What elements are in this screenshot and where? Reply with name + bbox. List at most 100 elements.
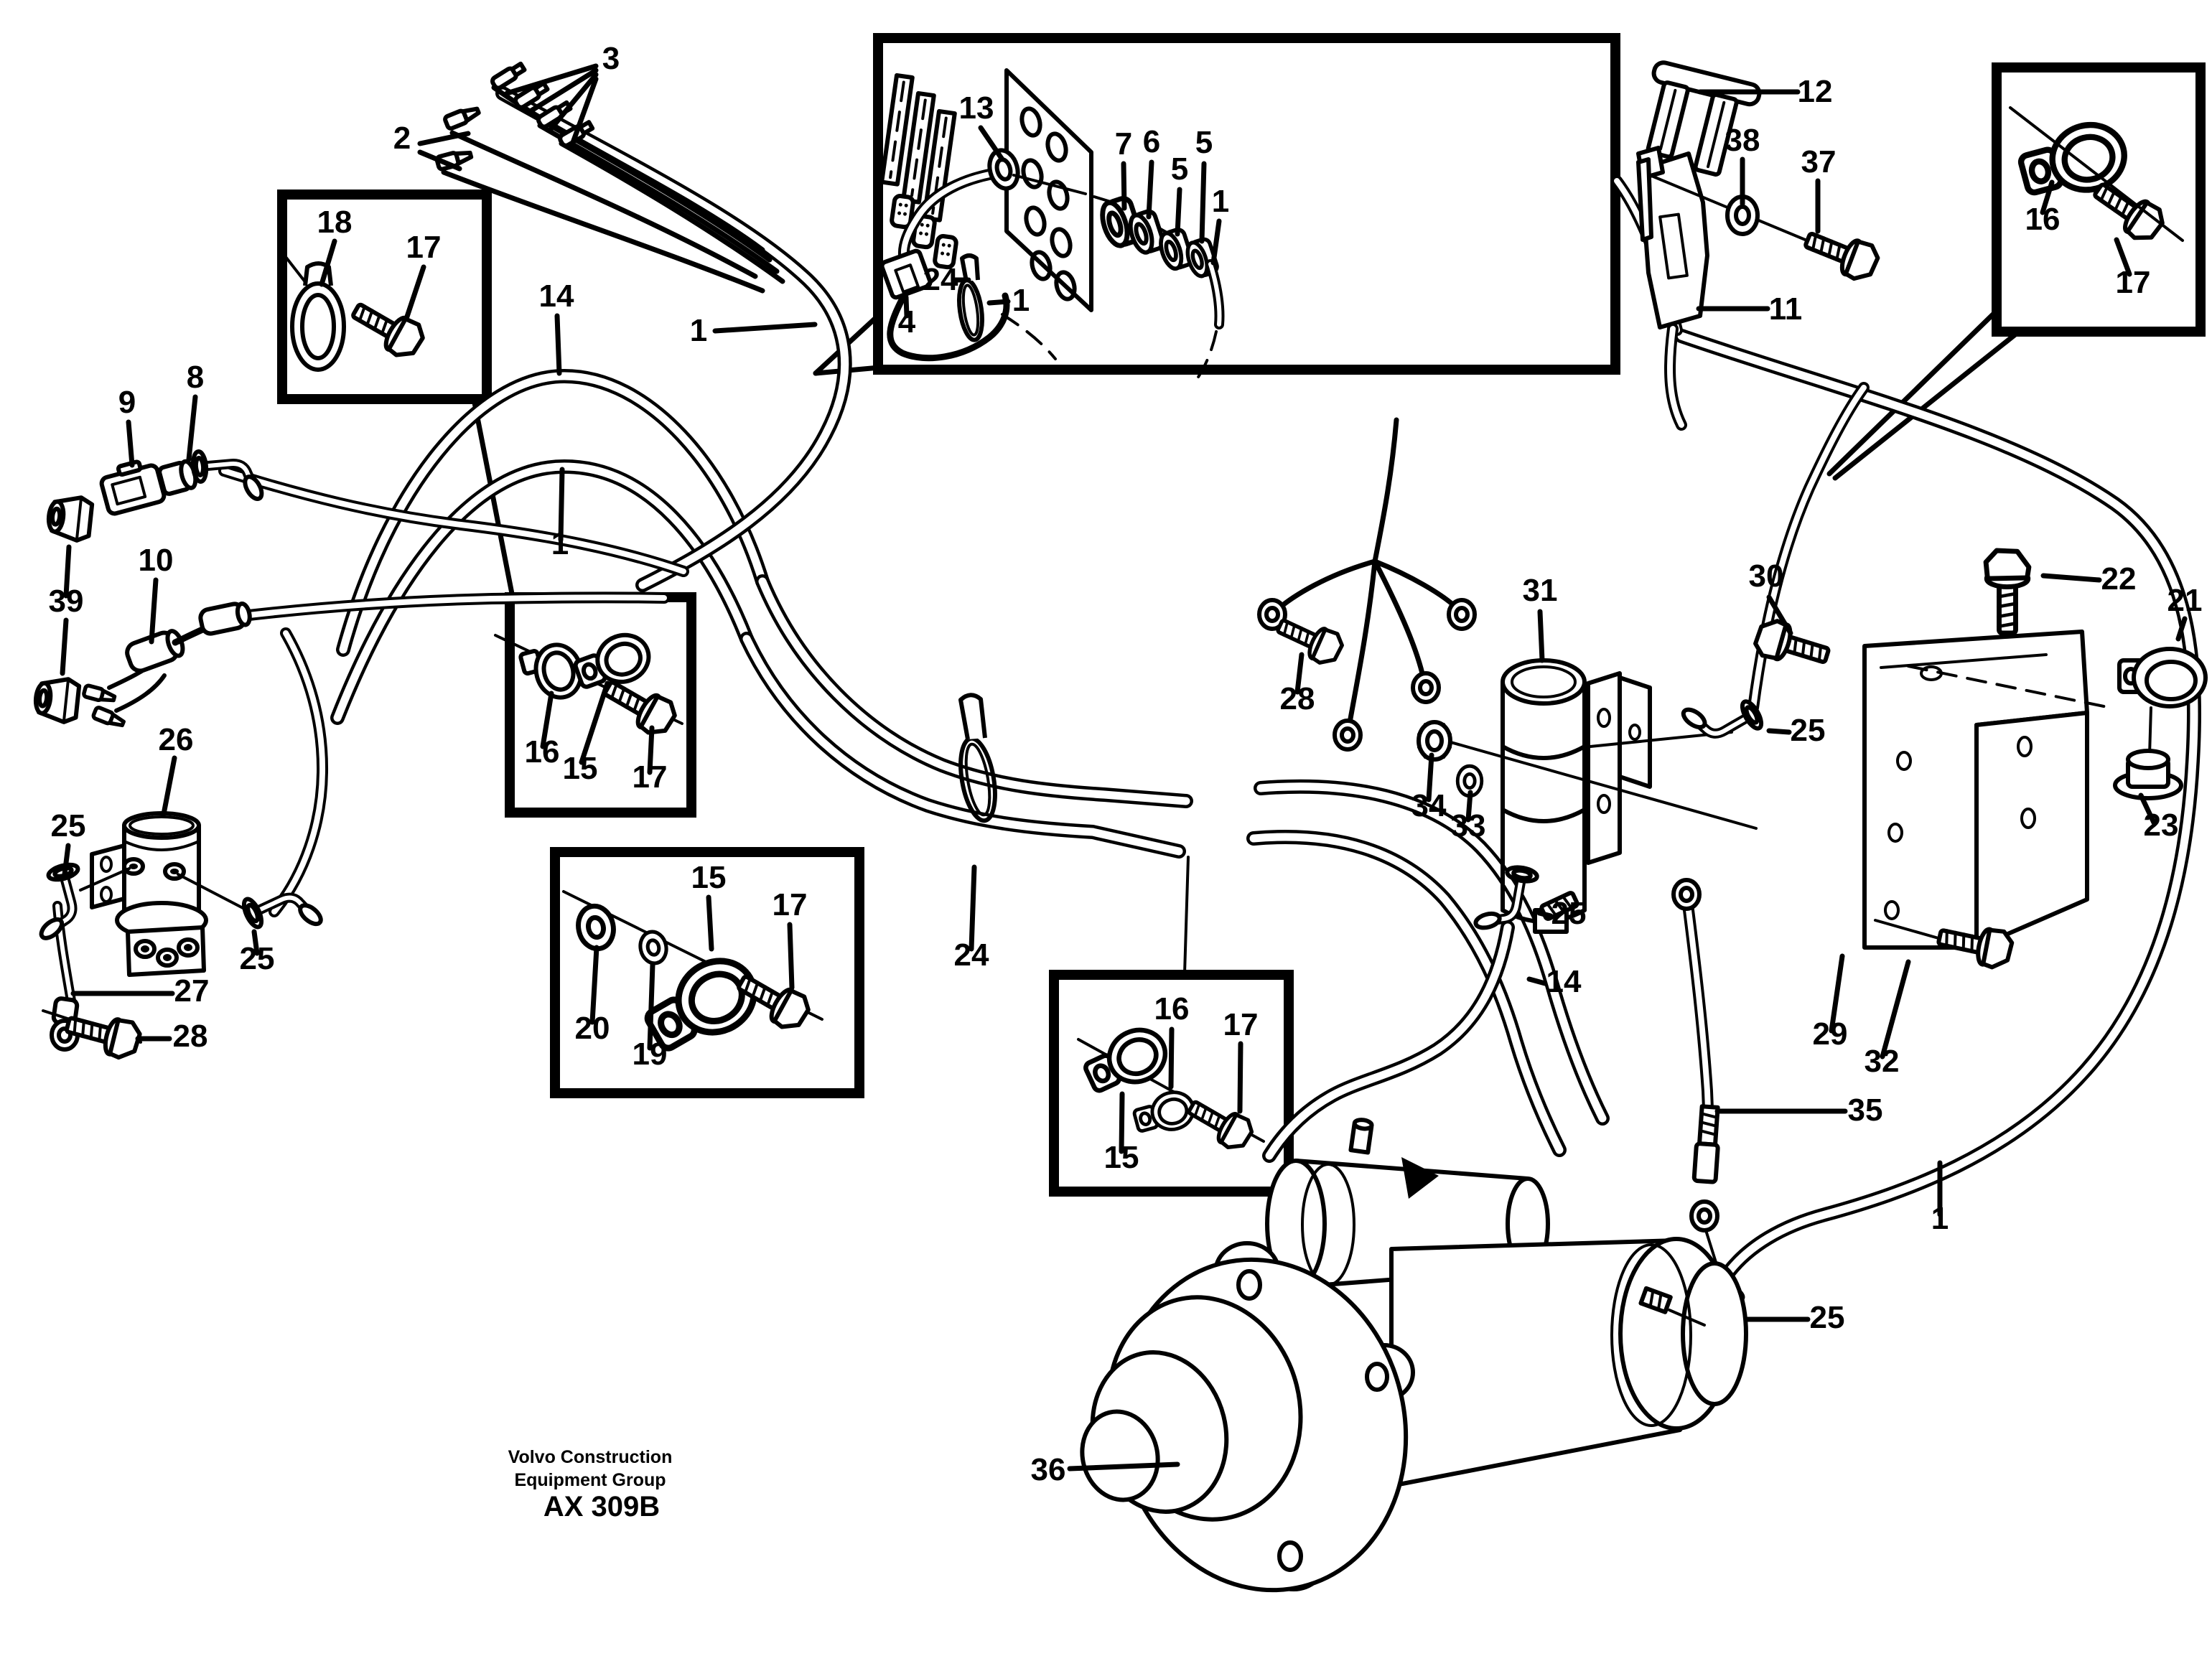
brand-line2: Equipment Group [514, 1470, 666, 1490]
callout-elbow-25-pr: 25 [240, 941, 275, 976]
cable-8-run [224, 471, 683, 571]
connector-9 [99, 459, 198, 516]
callout-cable-35: 35 [1848, 1093, 1883, 1128]
cable-10-connector [83, 601, 252, 729]
callout-cable-10: 10 [139, 543, 174, 578]
ring-terminal [1413, 673, 1439, 702]
callout-bolt-22: 22 [2101, 561, 2137, 597]
callout-screw-cap-box: 17 [406, 230, 442, 265]
callout-protective-cap: 18 [317, 205, 353, 240]
bolt-37 [1801, 223, 1881, 284]
callout-screw-17-tr: 17 [2116, 265, 2151, 300]
callout-screw-17-box4: 17 [1223, 1007, 1259, 1042]
callout-washer-20: 20 [575, 1011, 610, 1046]
plug-39 [47, 495, 93, 542]
callout-cable-1-mid: 1 [690, 313, 707, 348]
callout-hose-14: 14 [1546, 964, 1582, 999]
callout-p-clamp-15c: 15 [1104, 1140, 1139, 1175]
callout-p-clamp-15b: 15 [691, 860, 727, 895]
board-connector [879, 72, 915, 187]
ring-terminal-bottom [1691, 1202, 1717, 1230]
callout-pipe-27: 27 [174, 973, 210, 1009]
callout-nut-34: 34 [1411, 788, 1447, 823]
inset-box-washers [550, 847, 864, 1098]
heater-clamp-bracket [1586, 671, 1622, 865]
callout-starter-36: 36 [1031, 1452, 1066, 1487]
cable-tie-24 [958, 693, 997, 823]
bolt-22 [1986, 551, 2029, 633]
callout-plug-39: 39 [49, 584, 84, 619]
front-flange [1080, 1241, 1415, 1593]
figure-code: AX 309B [543, 1491, 660, 1522]
callout-connector-4: 4 [898, 304, 916, 340]
panel-inset-content [879, 68, 1225, 382]
p-clamp-16c [1079, 1021, 1173, 1100]
inset-box-clamp-top-right [1992, 62, 2206, 337]
clamp-insets [494, 628, 1265, 1154]
ring-terminal-top [1674, 880, 1699, 909]
fuse-12 [1646, 60, 1762, 177]
hose-14-right [1269, 927, 1508, 1156]
callout-cable-tie-inset: 24 [923, 262, 958, 297]
footer-brand: Volvo Construction Equipment Group AX 30… [508, 1447, 673, 1522]
inset-box-cap [277, 190, 492, 404]
callout-bushing-7: 7 [1115, 126, 1132, 162]
callout-labels: 2 3 18 17 13 7 6 5 5 1 4 24 1 12 38 37 1… [49, 41, 2203, 1487]
brand-line1: Volvo Construction [508, 1447, 673, 1467]
bolt-17c [1183, 1093, 1256, 1154]
pump-cable [274, 633, 322, 912]
round-terminal [491, 62, 526, 89]
callout-cable-1-loop: 1 [1931, 1201, 1949, 1236]
small-connector [890, 194, 915, 230]
fuse-holder-11 [1642, 151, 1709, 329]
callout-cable-14-arc: 14 [539, 279, 574, 314]
callout-nut-23: 23 [2144, 808, 2179, 843]
callout-clamp-16-tr: 16 [2025, 202, 2061, 237]
bracket-29-group [1753, 551, 2208, 970]
cable-35-run [1689, 910, 1708, 1109]
nut-23 [2113, 749, 2183, 800]
callout-bolt-28-left: 28 [173, 1019, 208, 1054]
callout-heater-31: 31 [1523, 573, 1558, 608]
callout-elbow-25-hr: 25 [1791, 713, 1826, 748]
cable-10-run [243, 597, 664, 616]
callout-cable-1-arc: 1 [551, 526, 569, 561]
inset-box-panel [873, 33, 1620, 375]
callout-hose-clamp-16: 16 [525, 734, 560, 769]
callout-bushing-5a: 5 [1171, 151, 1188, 187]
callout-fuse-holder: 11 [1769, 291, 1803, 327]
callout-grommet: 13 [959, 90, 994, 126]
washer-20 [574, 903, 617, 953]
callout-fuse: 12 [1798, 74, 1833, 109]
trunk-upper [762, 581, 1186, 801]
fuse-holder-cable [1670, 329, 1681, 425]
bushing-6 [1126, 210, 1165, 255]
callout-washer-19: 19 [633, 1037, 668, 1072]
ring-terminal-harness [1259, 417, 1475, 749]
bolt-17 [599, 671, 680, 739]
callout-bolt-28-right: 28 [1280, 681, 1315, 716]
callout-screw-37: 37 [1801, 144, 1837, 179]
callout-clamp-21: 21 [2167, 583, 2203, 618]
callout-bracket-29: 29 [1813, 1016, 1848, 1052]
connector-4 [879, 248, 933, 300]
callout-p-clamp-15: 15 [563, 751, 598, 786]
callout-elbow-25-starter: 25 [1810, 1300, 1845, 1335]
callout-bushing-6: 6 [1143, 124, 1160, 159]
callout-bolt-30: 30 [1749, 558, 1784, 594]
plug-39 [34, 676, 80, 724]
nut-34 [1419, 722, 1450, 759]
callout-washer-38: 38 [1725, 123, 1760, 158]
flat-terminal [444, 105, 480, 129]
left-connectors [34, 446, 266, 729]
callout-elbow-8: 8 [187, 360, 204, 395]
inset-box-clamp-bottom [1049, 970, 1294, 1197]
leader-lines [60, 63, 2188, 1472]
bolt-17-inset [2088, 174, 2168, 246]
callout-cable-1-inset: 1 [1012, 283, 1030, 318]
callout-washer-33: 33 [1451, 808, 1486, 843]
callout-cable-1-inset-right: 1 [1212, 184, 1229, 219]
ring-terminal [1335, 721, 1361, 749]
